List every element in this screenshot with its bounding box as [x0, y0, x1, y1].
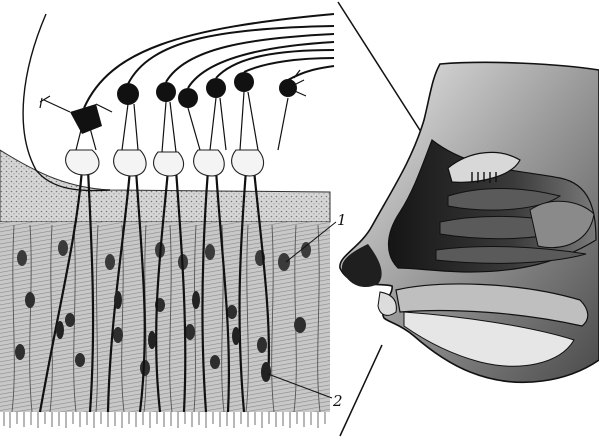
- nasal-cavity-sagittal-section: [340, 62, 599, 382]
- epithelium-layer: [0, 222, 330, 412]
- olfactory-epithelium-illustration: [0, 14, 336, 428]
- label-2: 2: [333, 394, 343, 409]
- cilia: [4, 412, 325, 428]
- glomeruli: [66, 150, 264, 176]
- label-1: 1: [337, 213, 347, 228]
- supporting-cell-nucleus-labeled: [278, 253, 290, 271]
- mitral-cells: [70, 72, 297, 134]
